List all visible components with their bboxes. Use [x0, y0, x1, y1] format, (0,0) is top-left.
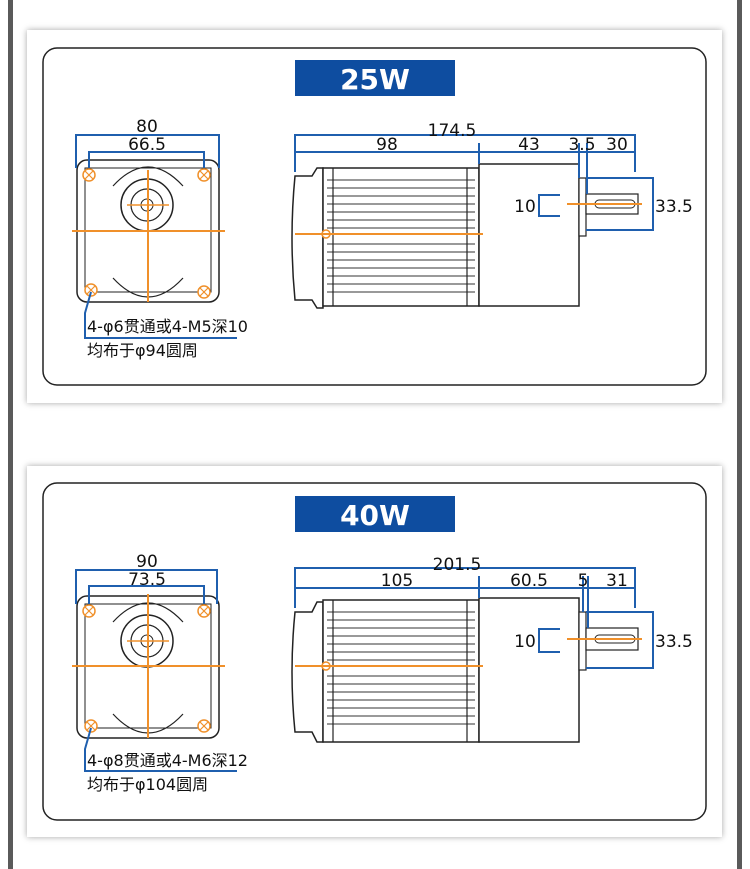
dim-gear-length: 60.5: [510, 571, 548, 591]
hole-note-line1: 4-φ6贯通或4-M5深10: [87, 317, 248, 336]
side-dim-lines: [294, 567, 654, 669]
drawing-40w: 40W 90 73.5 4-φ8贯通或4-M6深12 均布于φ104圆周: [42, 482, 707, 821]
drawing-25w: 25W 80 66.5 4-φ6贯通或4-M5深10 均布于φ94圆周: [42, 47, 707, 386]
dim-motor-length: 105: [381, 571, 413, 591]
frame-right-edge: [737, 0, 742, 869]
dim-width: 80: [136, 117, 158, 137]
dim-key-width: 10: [514, 197, 536, 217]
dim-shaft-height: 33.5: [655, 632, 693, 652]
front-dim-lines: [75, 569, 218, 604]
dim-total-length: 174.5: [428, 121, 477, 141]
side-dim-lines: [294, 134, 654, 231]
panel-40w: 40W 90 73.5 4-φ8贯通或4-M6深12 均布于φ104圆周: [27, 466, 722, 837]
dim-width: 90: [136, 552, 158, 572]
front-dim-lines: [75, 134, 220, 168]
side-view: [291, 597, 642, 743]
model-title: 25W: [340, 63, 410, 96]
gearbox: [478, 163, 580, 307]
side-view: [291, 163, 642, 309]
dim-motor-length: 98: [376, 135, 398, 155]
dim-total-length: 201.5: [433, 555, 482, 575]
frame-left-edge: [8, 0, 13, 869]
dim-gear-length: 43: [518, 135, 540, 155]
front-view: [72, 159, 225, 303]
panel-25w: 25W 80 66.5 4-φ6贯通或4-M5深10 均布于φ94圆周: [27, 30, 722, 403]
model-title-box: [295, 496, 455, 532]
dim-hole-pitch: 73.5: [128, 570, 166, 590]
model-title-box: [295, 60, 455, 96]
hole-note-line2: 均布于φ94圆周: [87, 341, 198, 360]
gearbox: [478, 597, 580, 743]
model-title: 40W: [340, 499, 410, 532]
dim-key-width: 10: [514, 632, 536, 652]
dim-shaft-length: 31: [606, 571, 628, 591]
hole-note-line2: 均布于φ104圆周: [87, 775, 208, 794]
dim-shaft-length: 30: [606, 135, 628, 155]
dim-shaft-height: 33.5: [655, 197, 693, 217]
hole-leader-line: [84, 291, 237, 339]
dim-spigot: 5: [578, 571, 589, 591]
dim-hole-pitch: 66.5: [128, 135, 166, 155]
dim-spigot: 3.5: [568, 135, 595, 155]
hole-note-line1: 4-φ8贯通或4-M6深12: [87, 751, 248, 770]
front-view: [72, 594, 225, 739]
hole-leader-line: [84, 727, 237, 772]
